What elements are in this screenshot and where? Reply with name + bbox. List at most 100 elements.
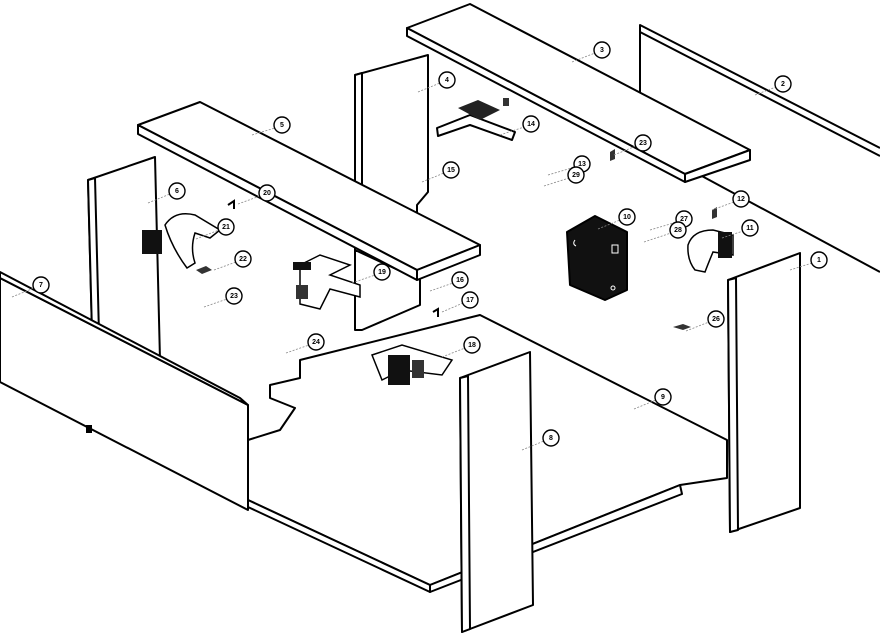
callout-circle [258,184,276,202]
callout-circle [810,251,828,269]
callout-26: 26 [685,310,725,332]
panel-5 [137,101,481,281]
leader-line [543,177,570,187]
leader-line [499,126,525,136]
callout-circle [542,429,560,447]
callout-2: 2 [754,75,792,96]
callout-23: 23 [613,134,652,156]
callout-number: 7 [39,282,43,289]
callout-circle [567,166,585,184]
callout-circle [741,219,759,237]
callout-number: 8 [549,435,553,442]
leader-line [754,86,777,96]
callout-number: 17 [466,297,474,304]
leader-line [237,195,261,205]
callout-layer: 1234567891011121314151617181920212223232… [11,41,828,451]
callout-number: 18 [468,342,476,349]
panel-7 [0,271,249,511]
callout-circle [225,287,243,305]
callout-12: 12 [711,190,750,211]
leader-line [521,440,545,451]
leader-line [721,230,744,239]
leader-line [147,193,171,204]
callout-19: 19 [351,263,391,284]
leader-line [285,344,310,354]
leader-line [421,172,445,183]
panel-8 [459,351,534,633]
callout-circle [234,250,252,268]
leader-line [597,219,621,230]
callout-number: 13 [578,161,586,168]
callout-circle [438,71,456,89]
leader-line [417,82,441,93]
callout-number: 29 [572,172,580,179]
callout-number: 23 [639,140,647,147]
callout-6: 6 [147,182,186,204]
callout-number: 16 [456,277,464,284]
callout-number: 5 [280,122,284,129]
callout-number: 11 [746,225,754,232]
callout-7: 7 [11,276,50,298]
callout-14: 14 [499,115,540,136]
leader-line [649,221,678,231]
callout-number: 24 [312,339,320,346]
hinge-19 [293,254,361,310]
callout-circle [732,190,750,208]
clips [196,149,717,330]
callout-circle [273,116,291,134]
leader-line [213,261,237,271]
leader-line [613,145,637,156]
callout-circle [634,134,652,152]
hinge-18 [371,344,454,385]
panel-2 [639,24,880,273]
callout-15: 15 [421,161,460,183]
callout-29: 29 [543,166,585,187]
callout-20: 20 [237,184,276,205]
leader-line [351,274,376,284]
callout-circle [217,218,235,236]
callout-circle [451,271,469,289]
callout-number: 28 [674,227,682,234]
callout-4: 4 [417,71,456,93]
leader-line [429,282,454,292]
callout-circle [593,41,611,59]
callout-circle [522,115,540,133]
callout-circle [463,336,481,354]
callout-circle [774,75,792,93]
callout-22: 22 [213,250,252,271]
hinge-11 [687,229,734,273]
leader-line [789,262,813,271]
leader-line [441,347,466,358]
hinge-part-14 [436,98,516,141]
callout-circle [618,208,636,226]
callout-circle [654,388,672,406]
callout-circle [707,310,725,328]
callout-8: 8 [521,429,560,451]
callout-number: 21 [222,224,230,231]
callout-number: 2 [781,81,785,88]
callout-number: 10 [623,214,631,221]
leader-line [643,232,672,243]
callout-3: 3 [571,41,611,63]
leader-line [547,166,576,176]
callout-24: 24 [285,333,325,354]
callout-number: 4 [445,77,449,84]
callout-10: 10 [597,208,636,230]
callout-number: 6 [175,188,179,195]
leader-line [251,127,276,136]
callout-circle [32,276,50,294]
callout-circle [461,291,479,309]
leader-line [571,52,596,63]
panel-3 [406,3,751,183]
leader-line [195,229,220,240]
callout-circle [373,263,391,281]
callout-number: 26 [712,316,720,323]
leader-line [11,287,35,298]
callout-number: 27 [680,216,688,223]
leader-line [685,321,710,332]
callout-circle [307,333,325,351]
callout-11: 11 [721,219,759,239]
callout-number: 3 [600,47,604,54]
